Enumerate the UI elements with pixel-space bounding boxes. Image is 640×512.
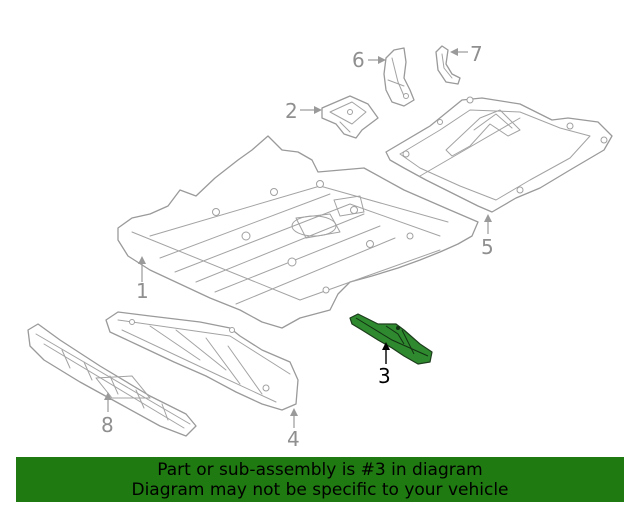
callout-5: 5 [481, 235, 494, 259]
leader-3 [382, 342, 390, 364]
callout-1: 1 [136, 279, 149, 303]
part-3-highlighted-bracket [349, 313, 433, 365]
callout-4: 4 [287, 427, 300, 451]
part-8-cross-member [27, 323, 197, 437]
callout-7: 7 [470, 42, 483, 66]
part-1-underbody-shield [117, 135, 479, 329]
callout-8: 8 [101, 413, 114, 437]
part-4-front-shield [105, 311, 299, 411]
part-2-bracket [321, 95, 379, 139]
info-banner: Part or sub-assembly is #3 in diagram Di… [16, 457, 624, 502]
leader-6 [368, 56, 386, 64]
part-7-bracket [435, 45, 461, 85]
banner-line-1: Part or sub-assembly is #3 in diagram [157, 460, 483, 480]
leader-2 [300, 106, 322, 114]
part-6-bracket [383, 47, 415, 107]
callout-6: 6 [352, 48, 365, 72]
leader-1 [138, 256, 146, 282]
leader-5 [484, 214, 492, 234]
banner-line-2: Diagram may not be specific to your vehi… [131, 480, 509, 500]
leader-4 [290, 408, 298, 428]
callout-3: 3 [378, 364, 391, 388]
part-5-rear-shield [385, 96, 613, 213]
callout-2: 2 [285, 99, 298, 123]
leader-8 [104, 392, 112, 412]
leader-7 [450, 48, 468, 56]
